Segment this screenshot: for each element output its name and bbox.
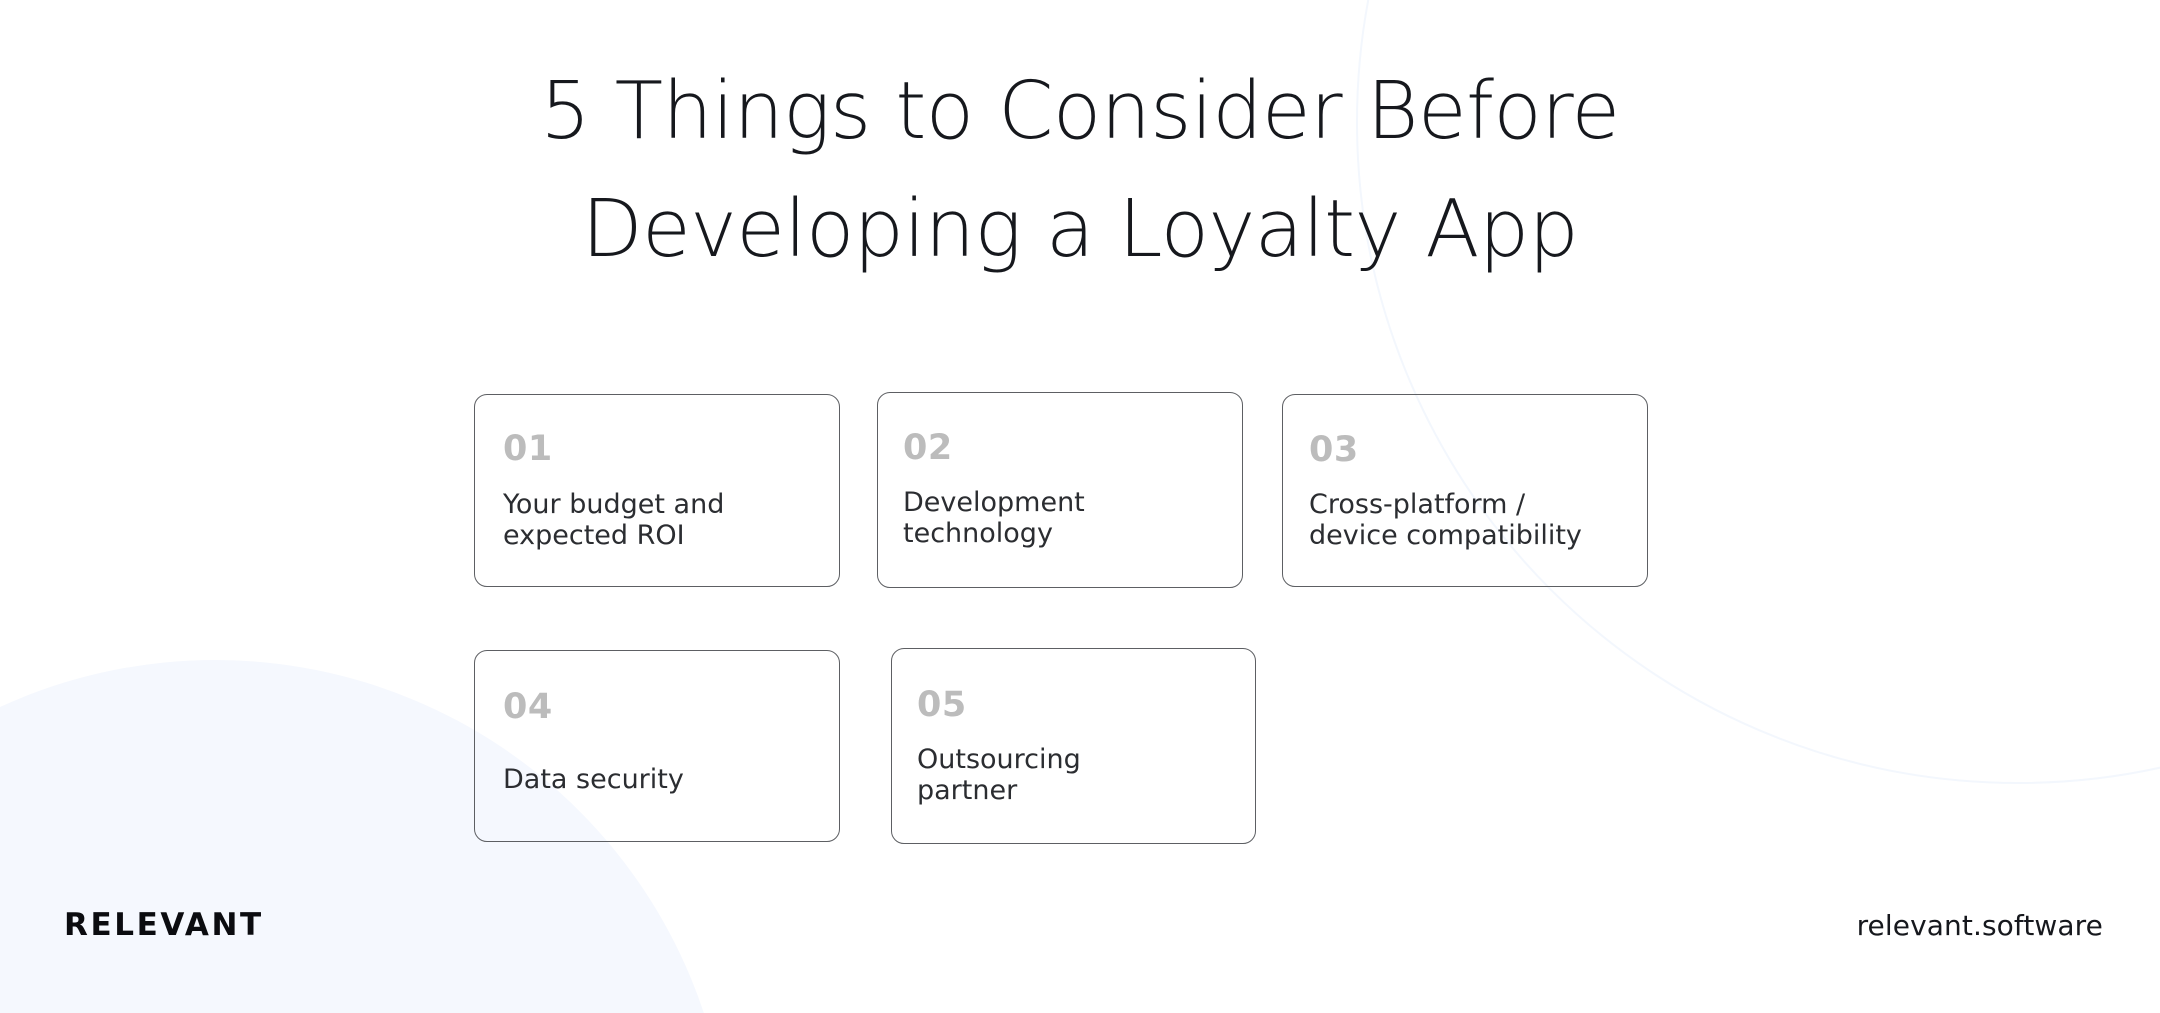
card-text-04: Data security — [503, 764, 684, 795]
card-text-02: Development technology — [903, 487, 1085, 549]
page-title: 5 Things to Consider Before Developing a… — [0, 52, 2160, 288]
card-number-01: 01 — [503, 429, 553, 469]
consideration-card-04[interactable]: 04 Data security — [474, 650, 840, 842]
consideration-card-01[interactable]: 01 Your budget and expected ROI — [474, 394, 840, 587]
card-number-02: 02 — [903, 428, 953, 468]
consideration-card-02[interactable]: 02 Development technology — [877, 392, 1243, 588]
brand-logo: RELEVANT — [64, 907, 264, 943]
card-text-05: Outsourcing partner — [917, 744, 1081, 806]
consideration-card-05[interactable]: 05 Outsourcing partner — [891, 648, 1256, 844]
card-text-03: Cross-platform / device compatibility — [1309, 489, 1582, 551]
card-number-03: 03 — [1309, 430, 1359, 470]
page-title-line-1: 5 Things to Consider Before — [540, 65, 1620, 157]
card-number-04: 04 — [503, 687, 553, 727]
card-number-05: 05 — [917, 685, 967, 725]
page-title-line-2: Developing a Loyalty App — [581, 183, 1579, 275]
card-text-01: Your budget and expected ROI — [503, 489, 725, 551]
consideration-card-03[interactable]: 03 Cross-platform / device compatibility — [1282, 394, 1648, 587]
website-url: relevant.software — [1856, 909, 2103, 942]
